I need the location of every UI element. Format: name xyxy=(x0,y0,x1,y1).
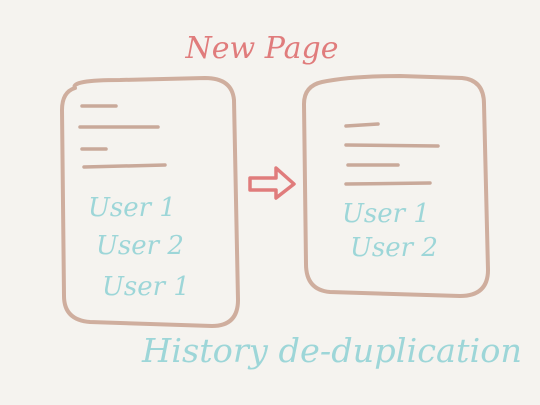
right-user-2: User 2 xyxy=(350,233,438,263)
left-user-2: User 2 xyxy=(96,231,184,261)
text-line xyxy=(344,181,432,186)
left-page-text-lines xyxy=(78,104,167,169)
left-user-1: User 1 xyxy=(88,193,176,223)
left-page: User 1 User 2 User 1 xyxy=(60,76,240,328)
text-line xyxy=(82,163,167,169)
text-line xyxy=(344,143,440,148)
diagram-caption: History de-duplication xyxy=(141,331,522,370)
text-line xyxy=(344,122,380,128)
right-page-text-lines xyxy=(344,122,440,186)
diagram-title: New Page xyxy=(185,31,339,66)
left-page-outline xyxy=(60,76,240,328)
right-page-outline xyxy=(302,74,490,298)
right-user-1: User 1 xyxy=(342,199,430,229)
left-user-3: User 1 xyxy=(102,272,190,302)
right-arrow-icon xyxy=(248,166,296,200)
right-page: User 1 User 2 xyxy=(302,74,490,298)
